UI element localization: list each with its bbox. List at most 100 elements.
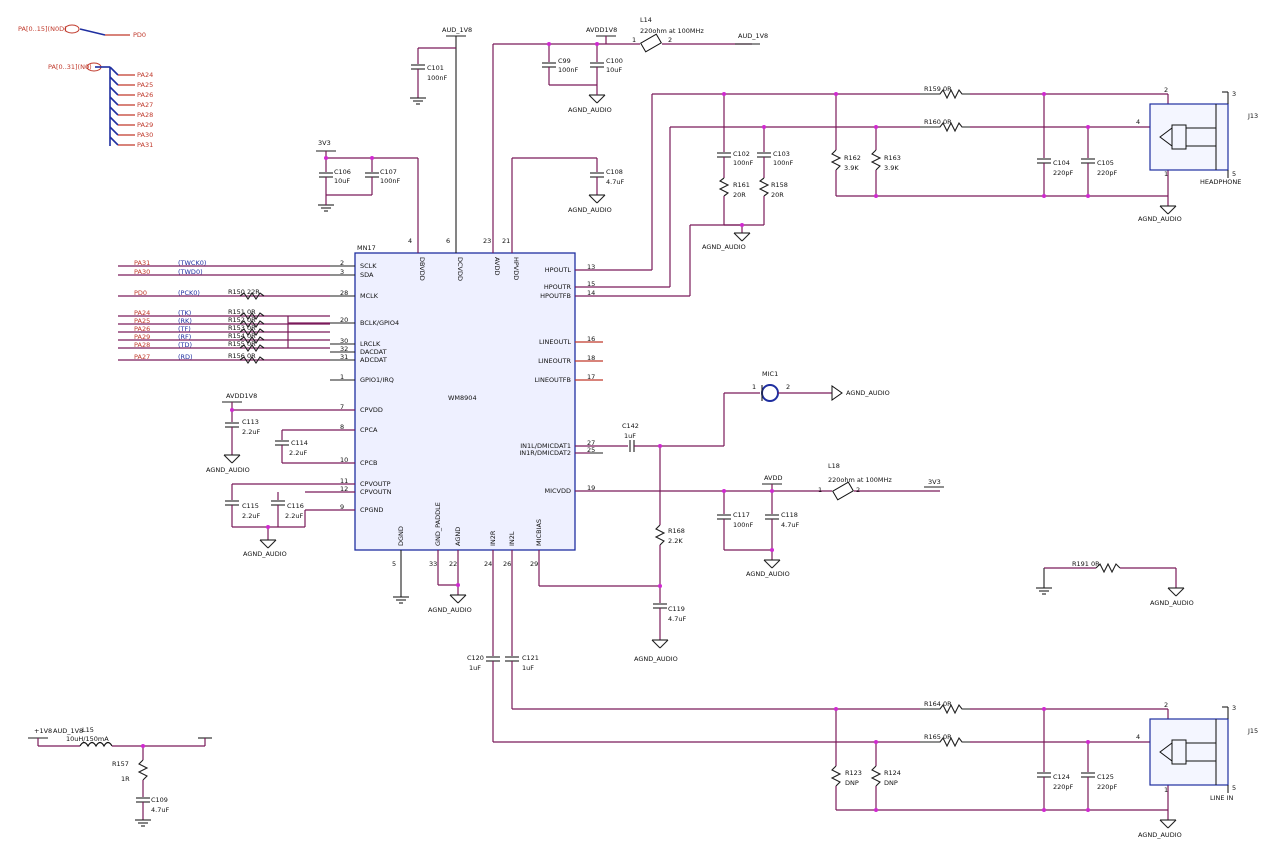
ic-pin-name: DBVDD (418, 257, 426, 281)
mic1-symbol (761, 384, 779, 402)
ic-pin-number: 12 (340, 485, 348, 493)
ic-pin-number: 26 (503, 560, 511, 568)
j13-pin1: 1 (1164, 170, 1168, 178)
ic-pin-number: 11 (340, 477, 348, 485)
ic-pin-name: CPVDD (360, 406, 383, 414)
r157-value: 1R (121, 775, 130, 783)
c105-value: 220pF (1097, 169, 1118, 177)
ic-pin-name: DGND (397, 526, 405, 546)
left-signal-function: (PCK0) (178, 289, 200, 297)
ic-pin-number: 4 (408, 237, 412, 245)
agnd-label-7: AGND_AUDIO (746, 570, 790, 578)
left-signal-group: PA31(TWCK0)PA30(TWD0)PD0(PCK0)R150 22RPA… (118, 259, 330, 364)
c107-ref: C107 (380, 168, 397, 176)
l15-value: 10uH/150mA (66, 735, 109, 743)
c125-value: 220pF (1097, 783, 1118, 791)
r164-label: R164 0R (924, 700, 952, 708)
c108-ref: C108 (606, 168, 623, 176)
l18-pin1: 1 (818, 486, 822, 494)
mic1-pin2: 2 (786, 383, 790, 391)
ic-pin-name: MICBIAS (535, 519, 543, 546)
c116-ref: C116 (287, 502, 304, 510)
bus-line-label: PA31 (137, 141, 153, 149)
c114-ref: C114 (291, 439, 308, 447)
left-signal-net: PA29 (134, 333, 150, 341)
agnd-label-5: AGND_AUDIO (846, 389, 890, 397)
left-signal-net: PA24 (134, 309, 150, 317)
c99-ref: C99 (558, 57, 571, 65)
r157-ref: R157 (112, 760, 129, 768)
left-signal-net: PD0 (134, 289, 147, 297)
c105-ref: C105 (1097, 159, 1114, 167)
r160-label: R160 0R (924, 118, 952, 126)
c109-value: 4.7uF (151, 806, 169, 814)
r165-label: R165 0R (924, 733, 952, 741)
c117-value: 100nF (733, 521, 754, 529)
c107-value: 100nF (380, 177, 401, 185)
ic-pin-number: 17 (587, 373, 595, 381)
j13-pin3: 3 (1232, 90, 1236, 98)
bus-pc-label: PA[0..15](N0D) (18, 25, 67, 33)
left-signal-resistor: R150 22R (228, 288, 260, 296)
ic-pin-number: 20 (340, 316, 348, 324)
j15-label: LINE IN (1210, 794, 1233, 802)
charge-pump-section: AVDD1V8 AGND_AUDIO C113 2.2uF C114 2.2uF… (206, 392, 355, 558)
ic-pin-number: 22 (449, 560, 457, 568)
ic-pin-name: CPCA (360, 426, 378, 434)
avdd1v8-cp-label: AVDD1V8 (226, 392, 257, 400)
headphone-jack (1149, 103, 1229, 171)
bus-line-label: PA27 (137, 101, 153, 109)
ic-pin-name: GPIO1/IRQ (360, 376, 394, 384)
c120-value: 1uF (469, 664, 481, 672)
ic-pin-number: 16 (587, 335, 595, 343)
ic-pin-name: LINEOUTL (539, 338, 571, 346)
c124-ref: C124 (1053, 773, 1070, 781)
ic-ref: MN17 (357, 244, 376, 252)
r163-value: 3.9K (884, 164, 899, 172)
l14-ref: L14 (640, 16, 652, 24)
c103-value: 100nF (773, 159, 794, 167)
r161-ref: R161 (733, 181, 750, 189)
ic-pin-name: MICVDD (544, 487, 571, 495)
ic-pin-number: 14 (587, 289, 595, 297)
aud1v8-right-label: AUD_1V8 (738, 32, 768, 40)
left-signal-function: (RD) (178, 353, 193, 361)
ic-pin-name: IN2L (508, 531, 516, 546)
headphone-section: R159 0R R160 0R AGND_AUDIO C102 100nF C1… (575, 85, 1258, 297)
left-signal-function: (TF) (178, 325, 191, 333)
c115-ref: C115 (242, 502, 259, 510)
ic-pin-name: CPVOUTN (360, 488, 392, 496)
left-signal-function: (TWCK0) (178, 259, 206, 267)
r158-value: 20R (771, 191, 784, 199)
ic-pin-name: LINEOUTFB (534, 376, 571, 384)
ic-pin-name: IN1R/DMICDAT2 (519, 449, 571, 457)
ic-pin-number: 21 (502, 237, 510, 245)
ic-pin-name: HPVDD (512, 257, 520, 280)
agnd-label-8: AGND_AUDIO (206, 466, 250, 474)
left-signal-resistor: R155 0R (228, 340, 256, 348)
left-signal-function: (TD) (178, 341, 192, 349)
r159-label: R159 0R (924, 85, 952, 93)
ic-pin-number: 13 (587, 263, 595, 271)
r163-ref: R163 (884, 154, 901, 162)
ic-pin-name: GND_PADDLE (434, 502, 442, 546)
bus-line-label: PA25 (137, 81, 153, 89)
ic-pin-number: 2 (340, 259, 344, 267)
bottom-grounds: AGND_AUDIO R191 0R AGND_AUDIO (393, 550, 1194, 614)
c119-value: 4.7uF (668, 615, 686, 623)
left-signal-net: PA28 (134, 341, 150, 349)
ic-pin-number: 5 (392, 560, 396, 568)
line-in-section: C120 1uF C121 1uF R164 0R R165 0R R123 D… (467, 550, 1258, 839)
r123-value: DNP (845, 779, 859, 787)
left-signal-resistor: R154 0R (228, 332, 256, 340)
ic-pin-number: 29 (530, 560, 538, 568)
c102-value: 100nF (733, 159, 754, 167)
ic-pin-name: CPCB (360, 459, 377, 467)
r124-value: DNP (884, 779, 898, 787)
ic-pin-number: 1 (340, 373, 344, 381)
aud1v8-filter: +1V8 AUD_1V8 L15 10uH/150mA R157 1R C109… (28, 726, 212, 827)
c120-ref: C120 (467, 654, 484, 662)
